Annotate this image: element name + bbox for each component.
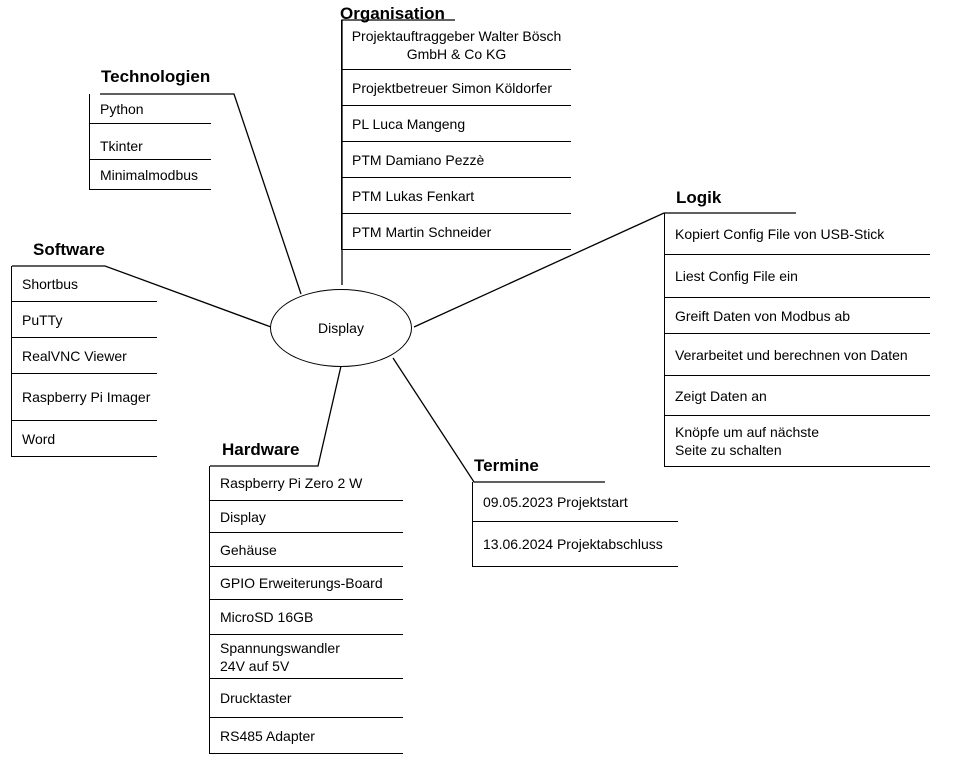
termine-list: 09.05.2023 Projektstart 13.06.2024 Proje… — [472, 482, 678, 567]
logik-item: Verarbeitet und berechnen von Daten — [665, 334, 930, 376]
software-item: Shortbus — [12, 266, 157, 302]
termine-item: 13.06.2024 Projektabschluss — [473, 522, 678, 567]
hardware-item: RS485 Adapter — [210, 718, 403, 754]
heading-termine: Termine — [474, 456, 539, 475]
hardware-item: Display — [210, 501, 403, 533]
organisation-list: Projektauftraggeber Walter Bösch GmbH & … — [341, 20, 571, 250]
center-node-display: Display — [270, 289, 412, 367]
software-item: Raspberry Pi Imager — [12, 374, 157, 421]
technologien-item: Minimalmodbus — [90, 160, 211, 190]
connector-hardware — [210, 365, 342, 467]
center-node-label: Display — [318, 320, 364, 336]
hardware-item: Gehäuse — [210, 533, 403, 567]
organisation-item: PL Luca Mangeng — [342, 106, 571, 142]
termine-item: 09.05.2023 Projektstart — [473, 482, 678, 522]
hardware-item: Spannungswandler 24V auf 5V — [210, 635, 403, 679]
technologien-item: Tkinter — [90, 124, 211, 160]
software-item: RealVNC Viewer — [12, 338, 157, 374]
software-item: Word — [12, 421, 157, 457]
heading-software: Software — [33, 240, 105, 259]
logik-item: Greift Daten von Modbus ab — [665, 298, 930, 334]
organisation-item: PTM Martin Schneider — [342, 214, 571, 250]
heading-organisation: Organisation — [340, 4, 445, 23]
technologien-item: Python — [90, 94, 211, 124]
organisation-item: Projektbetreuer Simon Köldorfer — [342, 70, 571, 106]
organisation-item: PTM Lukas Fenkart — [342, 178, 571, 214]
organisation-item: Projektauftraggeber Walter Bösch GmbH & … — [342, 20, 571, 70]
software-item: PuTTy — [12, 302, 157, 338]
logik-item: Liest Config File ein — [665, 255, 930, 298]
connector-technologien — [100, 93, 302, 295]
hardware-list: Raspberry Pi Zero 2 W Display Gehäuse GP… — [209, 466, 403, 754]
hardware-item: GPIO Erweiterungs-Board — [210, 567, 403, 600]
heading-technologien: Technologien — [101, 67, 211, 86]
heading-hardware: Hardware — [222, 440, 300, 459]
heading-logik: Logik — [676, 188, 722, 207]
logik-item: Zeigt Daten an — [665, 376, 930, 416]
connector-organisation — [341, 19, 455, 285]
connector-software — [12, 265, 272, 328]
logik-item: Kopiert Config File von USB-Stick — [665, 213, 930, 255]
organisation-item: PTM Damiano Pezzè — [342, 142, 571, 178]
hardware-item: MicroSD 16GB — [210, 600, 403, 635]
technologien-list: Python Tkinter Minimalmodbus — [89, 94, 211, 190]
software-list: Shortbus PuTTy RealVNC Viewer Raspberry … — [11, 266, 157, 457]
logik-item: Knöpfe um auf nächste Seite zu schalten — [665, 416, 930, 467]
hardware-item: Raspberry Pi Zero 2 W — [210, 466, 403, 501]
hardware-item: Drucktaster — [210, 679, 403, 718]
connector-termine — [392, 357, 605, 483]
logik-list: Kopiert Config File von USB-Stick Liest … — [664, 213, 930, 467]
